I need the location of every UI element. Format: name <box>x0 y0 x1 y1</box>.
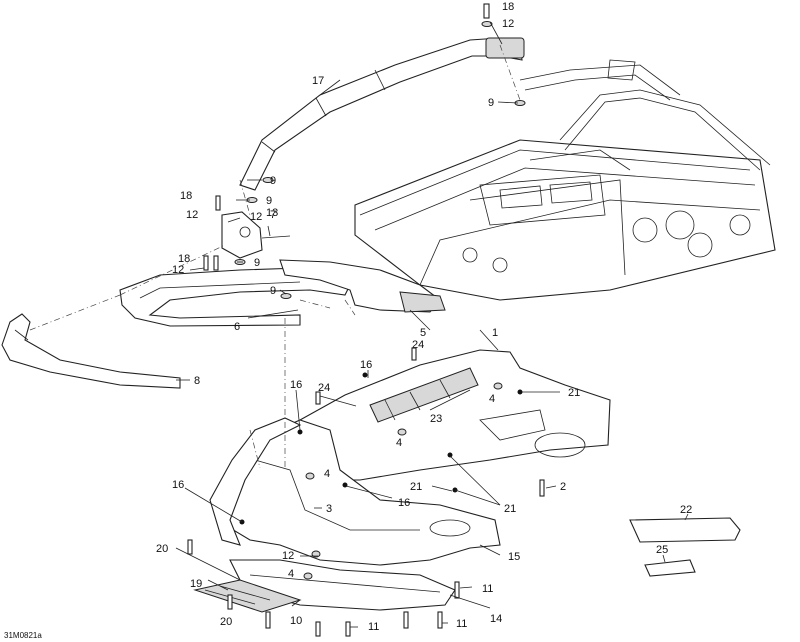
callout-4-d: 4 <box>288 568 294 580</box>
callout-6: 6 <box>234 321 240 333</box>
callout-11-a: 11 <box>482 583 493 595</box>
callout-16-c: 16 <box>398 497 410 509</box>
callout-4-c: 4 <box>324 468 330 480</box>
callout-12-d: 12 <box>172 264 184 276</box>
callout-20-a: 20 <box>156 543 168 555</box>
callout-16-d: 16 <box>172 479 184 491</box>
callout-21-b: 21 <box>410 481 422 493</box>
callout-5: 5 <box>420 327 426 339</box>
callout-25: 25 <box>656 544 668 556</box>
callout-16-b: 16 <box>290 379 302 391</box>
callout-9-c: 9 <box>266 195 272 207</box>
callout-12-a: 12 <box>502 18 514 30</box>
decal-part-22 <box>629 517 741 543</box>
chassis-frame <box>354 59 776 301</box>
callout-8: 8 <box>194 375 200 387</box>
callout-3: 3 <box>326 503 332 515</box>
callout-13: 13 <box>266 207 278 219</box>
callout-20-b: 20 <box>220 616 232 628</box>
callout-16-a: 16 <box>360 359 372 371</box>
callout-24-a: 24 <box>412 339 424 351</box>
callout-14: 14 <box>490 613 502 625</box>
assembly-lines <box>29 44 521 470</box>
handle-grip <box>485 37 525 59</box>
callout-24-b: 24 <box>318 382 330 394</box>
callout-9-b: 9 <box>270 175 276 187</box>
callout-1: 1 <box>492 327 498 339</box>
callout-22: 22 <box>680 504 692 516</box>
callout-4-a: 4 <box>489 393 495 405</box>
belly-pan-part-1 <box>299 349 611 481</box>
callout-4-b: 4 <box>396 437 402 449</box>
bracket-part-13 <box>221 211 263 259</box>
callout-labels: 1 2 3 4 4 4 4 5 6 7 8 9 9 9 9 9 10 11 11… <box>156 1 692 633</box>
callout-12-c: 12 <box>250 211 262 223</box>
callout-12-e: 12 <box>282 550 294 562</box>
callout-12-b: 12 <box>186 209 198 221</box>
decal-part-25 <box>644 559 696 577</box>
callout-10: 10 <box>290 615 302 627</box>
front-bumper-part-8 <box>1 313 181 389</box>
fasteners <box>187 3 545 637</box>
callout-21-a: 21 <box>568 387 580 399</box>
bracket-part-5 <box>279 259 446 313</box>
callout-7: 7 <box>270 209 276 221</box>
callout-9-a: 9 <box>488 97 494 109</box>
callout-21-c: 21 <box>504 503 516 515</box>
callout-15: 15 <box>508 551 520 563</box>
callout-2: 2 <box>560 481 566 493</box>
leader-lines <box>175 21 689 628</box>
callout-9-e: 9 <box>270 285 276 297</box>
callout-19: 19 <box>190 578 202 590</box>
diagram-reference-code: 31M0821a <box>4 631 42 640</box>
mesh-vent-part-23 <box>369 367 479 423</box>
callout-23: 23 <box>430 413 442 425</box>
side-guard-part-16 <box>209 417 302 546</box>
bolt-part-7 <box>261 235 291 239</box>
callout-9-d: 9 <box>254 257 260 269</box>
callout-11-b: 11 <box>368 621 379 633</box>
callout-18-b: 18 <box>180 190 192 202</box>
callout-11-c: 11 <box>456 618 467 630</box>
callout-18-c: 18 <box>178 253 190 265</box>
callout-17: 17 <box>312 75 324 87</box>
callout-18-a: 18 <box>502 1 514 13</box>
skid-pan-part-15 <box>224 419 501 566</box>
